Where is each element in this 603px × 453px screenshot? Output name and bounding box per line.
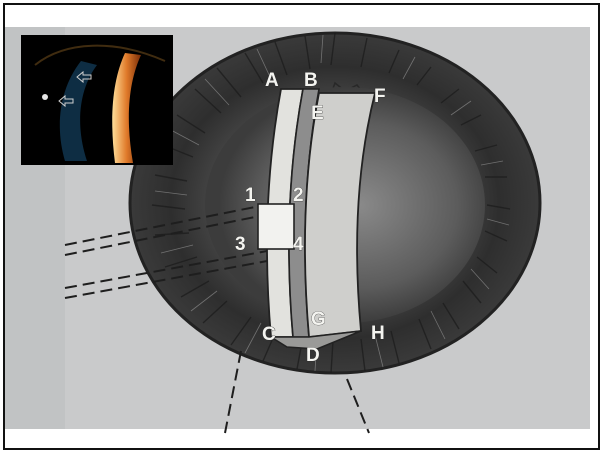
label-F: F: [374, 86, 386, 107]
label-3: 3: [235, 234, 246, 255]
label-G: G: [311, 309, 326, 330]
section-window-1234: [258, 204, 294, 249]
label-C: C: [262, 324, 276, 345]
figure-frame: A B E F 1 2 3 4 C G D H: [3, 3, 600, 450]
label-2: 2: [293, 185, 304, 206]
label-A: A: [265, 70, 279, 91]
label-H: H: [371, 323, 385, 344]
label-4: 4: [293, 234, 304, 255]
label-1: 1: [245, 185, 256, 206]
slit-lamp-diagram-photo: A B E F 1 2 3 4 C G D H: [5, 5, 602, 452]
label-E: E: [311, 103, 324, 124]
label-B: B: [304, 70, 318, 91]
slit-lamp-photo-inset: [21, 35, 173, 165]
label-D: D: [306, 345, 320, 366]
